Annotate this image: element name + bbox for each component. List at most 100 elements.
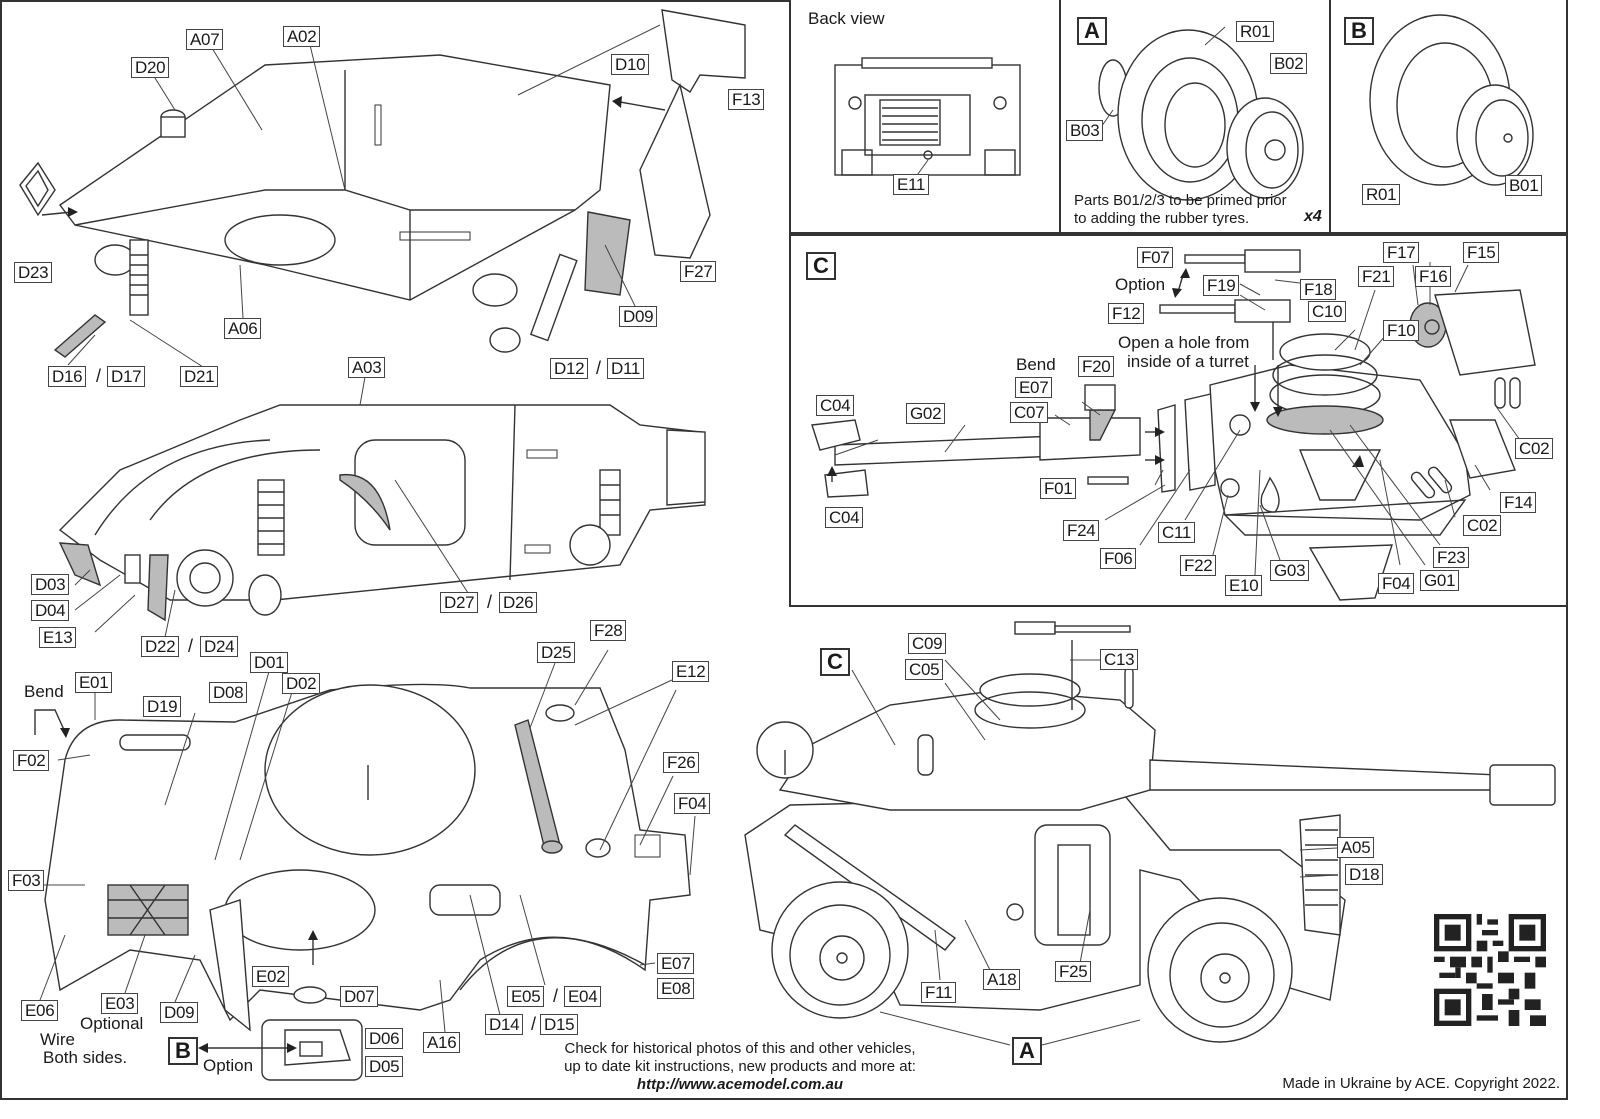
part-label-D21: D21 xyxy=(180,366,219,387)
part-label-G02: G02 xyxy=(906,403,946,424)
part-label-D17: D17 xyxy=(107,366,146,387)
primer-note-line1: Parts B01/2/3 to be primed prior xyxy=(1074,192,1287,209)
slash-separator: / xyxy=(531,1014,537,1034)
optional-note: Optional xyxy=(80,1014,144,1033)
slash-separator: / xyxy=(596,358,602,378)
part-label-F10: F10 xyxy=(1383,320,1420,341)
part-label-D02: D02 xyxy=(282,673,321,694)
part-label-E02: E02 xyxy=(252,966,290,987)
quantity-x4: x4 xyxy=(1304,208,1322,225)
part-label-E13: E13 xyxy=(39,627,77,648)
option-ref-marker-B: B xyxy=(168,1037,198,1065)
part-label-B02: B02 xyxy=(1270,53,1308,74)
part-label-F17: F17 xyxy=(1383,242,1420,263)
part-label-D04: D04 xyxy=(31,600,70,621)
part-label-G01: G01 xyxy=(1420,570,1460,591)
part-label-D16: D16 xyxy=(48,366,87,387)
option-note: Option xyxy=(203,1056,254,1075)
part-label-D14: D14 xyxy=(485,1014,524,1035)
part-label-D03: D03 xyxy=(31,574,70,595)
part-label-R01-a: R01 xyxy=(1236,21,1275,42)
part-label-F28: F28 xyxy=(590,620,627,641)
part-label-E08: E08 xyxy=(657,978,695,999)
vehicle-wheel-marker-A: A xyxy=(1012,1037,1042,1065)
part-label-E07-hull: E07 xyxy=(657,953,695,974)
part-label-C04-top: C04 xyxy=(816,395,855,416)
part-label-B03: B03 xyxy=(1066,120,1104,141)
part-label-C04-bottom: C04 xyxy=(825,507,864,528)
bend-note: Bend xyxy=(24,682,64,701)
part-label-F03: F03 xyxy=(8,870,45,891)
part-label-D08: D08 xyxy=(209,682,248,703)
part-label-D24: D24 xyxy=(200,636,239,657)
wheel-b-marker: B xyxy=(1344,17,1374,45)
part-label-E10: E10 xyxy=(1225,575,1263,596)
primer-note-line2: to adding the rubber tyres. xyxy=(1074,210,1250,227)
open-hole-note-line2: inside of a turret xyxy=(1127,352,1249,371)
part-label-D26: D26 xyxy=(499,592,538,613)
part-label-F18: F18 xyxy=(1300,279,1337,300)
turret-c-marker: C xyxy=(806,252,836,280)
part-label-D23: D23 xyxy=(14,262,53,283)
part-label-D27: D27 xyxy=(440,592,479,613)
part-label-F06: F06 xyxy=(1100,548,1137,569)
both-sides-note: Both sides. xyxy=(43,1048,128,1067)
part-label-F11: F11 xyxy=(921,982,957,1003)
part-label-C09: C09 xyxy=(908,633,947,654)
part-label-D25: D25 xyxy=(537,642,576,663)
part-label-D06: D06 xyxy=(365,1028,404,1049)
vehicle-turret-marker-C: C xyxy=(820,648,850,676)
part-label-D10: D10 xyxy=(611,54,650,75)
part-label-F16: F16 xyxy=(1415,266,1452,287)
part-label-C13: C13 xyxy=(1100,649,1139,670)
part-label-F26: F26 xyxy=(663,752,700,773)
wheel-a-marker: A xyxy=(1077,17,1107,45)
part-label-E07-turret: E07 xyxy=(1015,377,1053,398)
part-label-G03: G03 xyxy=(1270,560,1310,581)
part-label-D11: D11 xyxy=(607,358,645,379)
slash-separator: / xyxy=(188,636,194,656)
back-view-drawing xyxy=(834,57,1021,179)
wire-note: Wire xyxy=(40,1030,75,1049)
part-label-A02: A02 xyxy=(283,26,321,47)
hull-middle-drawing xyxy=(58,404,706,622)
part-label-E04: E04 xyxy=(564,986,602,1007)
footer-info: Check for historical photos of this and … xyxy=(540,1040,940,1094)
part-label-F19: F19 xyxy=(1203,275,1240,296)
part-label-F22: F22 xyxy=(1180,555,1217,576)
part-label-F23: F23 xyxy=(1433,547,1470,568)
part-label-F07: F07 xyxy=(1137,247,1174,268)
part-label-D18: D18 xyxy=(1345,864,1384,885)
part-label-F24: F24 xyxy=(1063,520,1100,541)
turret-bend-note: Bend xyxy=(1016,355,1056,374)
part-label-D15: D15 xyxy=(540,1014,579,1035)
part-label-F02: F02 xyxy=(13,750,50,771)
part-label-F25: F25 xyxy=(1055,961,1092,982)
part-label-F21: F21 xyxy=(1358,266,1395,287)
part-label-F12: F12 xyxy=(1108,303,1145,324)
part-label-C05: C05 xyxy=(905,659,944,680)
turret-option-note: Option xyxy=(1115,275,1166,294)
part-label-C02-upper: C02 xyxy=(1515,438,1554,459)
wheel-a-drawing xyxy=(1098,29,1304,201)
part-label-B01: B01 xyxy=(1505,175,1543,196)
qr-code xyxy=(1434,914,1546,1026)
part-label-F13: F13 xyxy=(728,89,765,110)
website-link[interactable]: http://www.acemodel.com.au xyxy=(636,1076,844,1093)
part-label-F14: F14 xyxy=(1500,492,1537,513)
part-label-E03: E03 xyxy=(101,993,139,1014)
part-label-E12: E12 xyxy=(672,661,710,682)
turret-c-drawing xyxy=(811,249,1536,601)
part-label-D01: D01 xyxy=(250,652,289,673)
part-label-A07: A07 xyxy=(186,29,224,50)
part-label-R01-b: R01 xyxy=(1362,184,1401,205)
part-label-A18: A18 xyxy=(983,969,1021,990)
part-label-A03: A03 xyxy=(348,357,386,378)
part-label-F04-turret: F04 xyxy=(1378,573,1415,594)
part-label-D09-top: D09 xyxy=(619,306,658,327)
part-label-E06: E06 xyxy=(21,1000,59,1021)
part-label-A05: A05 xyxy=(1337,837,1375,858)
part-label-A06: A06 xyxy=(224,318,262,339)
leader-lines xyxy=(39,24,1521,1046)
part-label-C07: C07 xyxy=(1010,402,1049,423)
